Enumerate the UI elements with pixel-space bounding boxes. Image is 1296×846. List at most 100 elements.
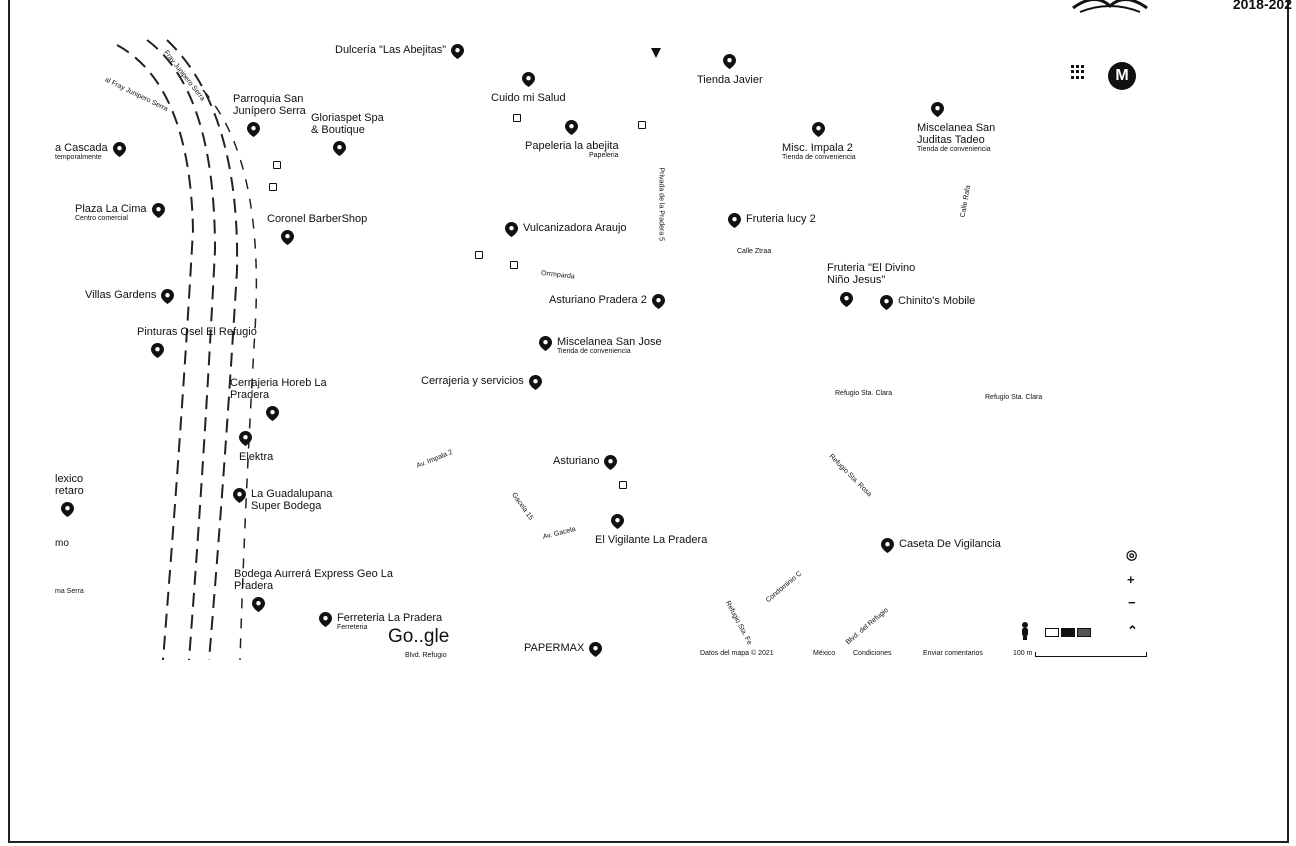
poi[interactable]: Parroquia San Junípero Serra xyxy=(233,93,313,137)
church-pin-icon xyxy=(247,122,260,137)
poi[interactable]: Asturiano xyxy=(553,455,618,470)
street-label: Blvd. Refugio xyxy=(405,652,447,659)
poi[interactable]: La Guadalupana Super Bodega xyxy=(233,488,351,512)
poi-name: Miscelanea San Juditas Tadeo xyxy=(917,122,996,146)
poi-name: Cuido mi Salud xyxy=(491,92,566,104)
pegman-icon[interactable] xyxy=(1020,622,1030,640)
expand-icon[interactable]: ⌃ xyxy=(1127,623,1138,638)
poi[interactable]: lexico retaro xyxy=(55,473,95,517)
poi-category: Tienda de conveniencia xyxy=(557,348,631,355)
poi[interactable]: Coronel BarberShop xyxy=(267,213,367,245)
grocery-pin-icon xyxy=(840,292,853,307)
poi-name: Fruteria lucy 2 xyxy=(746,213,816,225)
poi[interactable]: El Vigilante La Pradera xyxy=(595,514,707,546)
pin-icon xyxy=(880,295,893,310)
poi[interactable]: Chinito's Mobile xyxy=(880,295,975,310)
poi[interactable]: Tienda Javier xyxy=(697,54,763,86)
poi-name: Fruteria "El Divino Niño Jesus" xyxy=(827,262,916,286)
poi-name: Coronel BarberShop xyxy=(267,213,368,225)
scale-bar[interactable]: 100 m xyxy=(1013,650,1148,657)
pin-icon xyxy=(881,538,894,553)
poi-name: Papeleria la abejita xyxy=(525,140,619,152)
map-data-credit: Datos del mapa © 2021 xyxy=(700,650,774,657)
poi-name: Caseta De Vigilancia xyxy=(899,538,1001,550)
bus-stop-icon xyxy=(638,121,646,129)
street-label: Refugio Sta. Clara xyxy=(985,394,1043,401)
shopping-pin-icon xyxy=(723,54,737,69)
poi[interactable]: Fruteria "El Divino Niño Jesus" xyxy=(827,262,927,286)
feedback-link[interactable]: Enviar comentarios xyxy=(923,650,983,657)
poi-name: Miscelanea San Jose xyxy=(557,336,662,348)
street-label: ma Serra xyxy=(55,588,84,595)
poi-name: El Vigilante La Pradera xyxy=(595,534,708,546)
google-logo: Go..gle xyxy=(388,626,450,647)
poi-name: lexico retaro xyxy=(55,473,84,497)
map-view[interactable]: M Dulcería "Las Abejitas" Tienda Javier … xyxy=(55,30,1155,660)
locate-icon[interactable]: ◎ xyxy=(1126,547,1138,562)
poi-name: Ferreteria La Pradera xyxy=(337,612,443,624)
poi-name: Villas Gardens xyxy=(85,289,157,301)
shopping-pin-icon xyxy=(589,642,603,657)
poi[interactable]: Pinturas Osel El Refugio xyxy=(137,326,257,358)
poi[interactable]: Cerrajeria Horeb La Pradera xyxy=(230,377,330,421)
shopping-pin-icon xyxy=(812,122,826,137)
poi[interactable]: Elektra xyxy=(239,431,273,463)
poi-name: Plaza La Cima xyxy=(75,203,147,215)
grocery-pin-icon xyxy=(252,597,265,612)
account-avatar[interactable]: M xyxy=(1108,62,1136,90)
mall-pin-icon xyxy=(151,203,165,218)
street-label: mo xyxy=(55,538,69,549)
shopping-pin-icon xyxy=(333,141,346,156)
poi[interactable]: Dulcería "Las Abejitas" xyxy=(335,44,465,59)
poi-name: Elektra xyxy=(239,451,274,463)
poi[interactable]: Gloriaspet Spa & Boutique xyxy=(311,112,391,156)
poi[interactable]: Bodega Aurrerá Express Geo La Pradera xyxy=(234,568,394,612)
poi-name: Asturiano Pradera 2 xyxy=(549,294,647,306)
terms-link[interactable]: Condiciones xyxy=(853,650,892,657)
pin-icon xyxy=(266,406,279,421)
poi-category: Ferreteria xyxy=(337,624,368,631)
road-layer xyxy=(116,39,258,660)
poi-category: temporalmente xyxy=(55,154,102,161)
map-type-icon[interactable] xyxy=(1045,628,1091,637)
poi-category: Papeleria xyxy=(589,152,619,159)
poi-name: Tienda Javier xyxy=(697,74,763,86)
bus-stop-icon xyxy=(510,261,518,269)
poi-name: Chinito's Mobile xyxy=(898,295,976,307)
poi[interactable]: Vulcanizadora Araujo xyxy=(505,222,627,237)
zoom-out-icon[interactable]: − xyxy=(1128,595,1136,610)
hardware-pin-icon xyxy=(319,612,332,627)
poi-name: Vulcanizadora Araujo xyxy=(523,222,627,234)
poi[interactable]: Cuido mi Salud xyxy=(491,72,566,104)
scale-label: 100 m xyxy=(1013,650,1033,657)
poi-category: Tienda de conveniencia xyxy=(782,154,856,161)
scale-line xyxy=(1035,652,1148,657)
restaurant-icon xyxy=(651,48,661,58)
apps-grid-icon[interactable] xyxy=(1071,65,1085,79)
shopping-pin-icon xyxy=(611,514,624,529)
pin-icon xyxy=(505,222,518,237)
poi-name: a Cascada xyxy=(55,142,108,154)
poi-name: Cerrajeria y servicios xyxy=(421,375,524,387)
poi[interactable]: Villas Gardens xyxy=(85,289,175,304)
poi[interactable]: Cerrajeria y servicios xyxy=(421,375,542,390)
poi[interactable]: PAPERMAX xyxy=(524,642,603,657)
poi[interactable]: Caseta De Vigilancia xyxy=(881,538,1001,553)
home-pin-icon xyxy=(161,289,175,304)
poi-name: Cerrajeria Horeb La Pradera xyxy=(230,377,327,401)
page-frame xyxy=(8,0,1289,843)
poi[interactable]: Asturiano Pradera 2 xyxy=(549,294,665,309)
shopping-pin-icon xyxy=(239,431,252,446)
shopping-pin-icon xyxy=(451,44,465,59)
pin-icon xyxy=(528,375,542,390)
poi[interactable]: Fruteria lucy 2 xyxy=(728,213,816,228)
country-label[interactable]: México xyxy=(813,650,836,657)
zoom-in-icon[interactable]: + xyxy=(1127,572,1135,587)
